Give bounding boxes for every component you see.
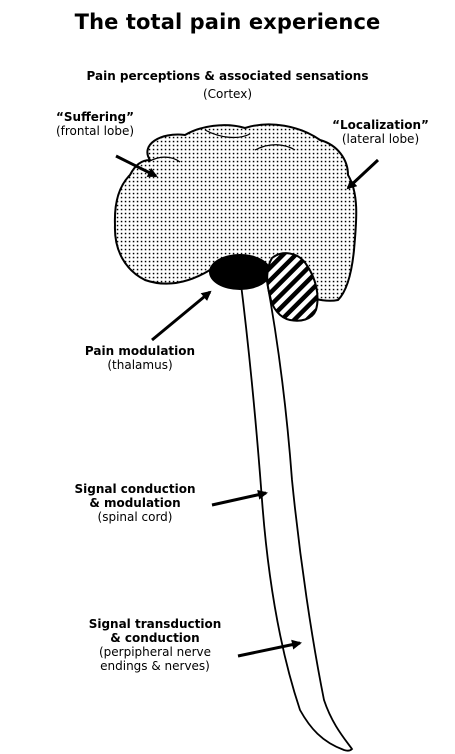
modulation-arrow	[152, 292, 210, 340]
spinal-cord	[240, 276, 352, 751]
spinal-arrow	[212, 493, 266, 505]
thalamus	[209, 254, 271, 290]
localization-arrow	[348, 160, 378, 188]
